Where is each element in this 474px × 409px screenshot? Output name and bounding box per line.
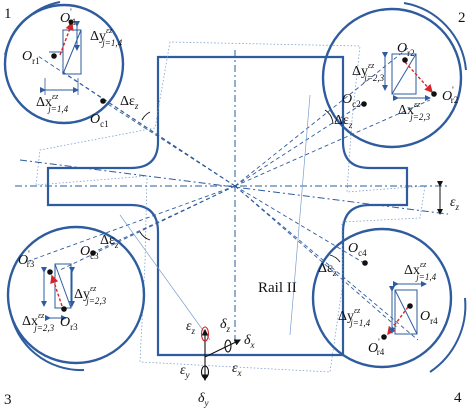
svg-text:O'r4: O'r4 xyxy=(368,337,385,357)
detail-circle-4 xyxy=(362,260,427,340)
svg-text:O'r3: O'r3 xyxy=(18,249,35,269)
radial-lines xyxy=(25,47,431,341)
svg-text:εy: εy xyxy=(180,363,190,380)
triad-labels: εz δz δx εx εy δy xyxy=(180,317,255,408)
svg-text:Oc4: Oc4 xyxy=(348,241,367,258)
svg-text:Or2: Or2 xyxy=(397,41,415,58)
svg-text:Oc1: Oc1 xyxy=(90,112,109,129)
circle-numbers: 1 2 3 4 xyxy=(4,6,466,408)
svg-text:εx: εx xyxy=(232,361,242,378)
svg-text:Or3: Or3 xyxy=(60,315,78,332)
outer-arcs xyxy=(4,1,467,373)
circle-number-1: 1 xyxy=(4,6,12,22)
detail-circle-2 xyxy=(361,52,437,107)
svg-text:Or4: Or4 xyxy=(420,309,438,326)
detail-circle-3 xyxy=(41,250,96,321)
svg-text:δy: δy xyxy=(198,391,209,408)
svg-text:εz: εz xyxy=(186,319,196,336)
wheel-circles xyxy=(3,3,463,369)
wheel-circle-1 xyxy=(3,3,125,125)
epsilon-right-label: εz xyxy=(450,195,460,212)
rotated-axis xyxy=(19,159,449,215)
circle-number-4: 4 xyxy=(454,390,462,406)
wheel-circle-4 xyxy=(311,227,453,369)
svg-text:δx: δx xyxy=(244,333,255,350)
svg-text:Δεz: Δεz xyxy=(318,261,337,278)
circle-number-3: 3 xyxy=(4,392,12,408)
coordinate-triad xyxy=(200,326,241,382)
svg-text:Oc2: Oc2 xyxy=(342,92,361,109)
svg-text:Δεz: Δεz xyxy=(334,113,353,130)
svg-text:Oc3: Oc3 xyxy=(80,244,99,261)
svg-text:O'r1: O'r1 xyxy=(60,7,76,27)
angle-arcs xyxy=(139,109,341,263)
circle-number-2: 2 xyxy=(458,10,466,26)
svg-text:O'r2: O'r2 xyxy=(442,85,458,105)
detail-circle-1 xyxy=(40,19,106,104)
wheel-circle-2 xyxy=(321,7,463,149)
svg-text:Δεz: Δεz xyxy=(120,94,139,111)
rail-label: Rail II xyxy=(258,280,297,296)
rotated-rail-outline xyxy=(35,41,426,373)
svg-text:Δεz: Δεz xyxy=(100,233,119,250)
svg-text:δz: δz xyxy=(220,317,231,334)
svg-text:Or1: Or1 xyxy=(22,49,40,66)
wheel-circle-3 xyxy=(6,225,146,365)
